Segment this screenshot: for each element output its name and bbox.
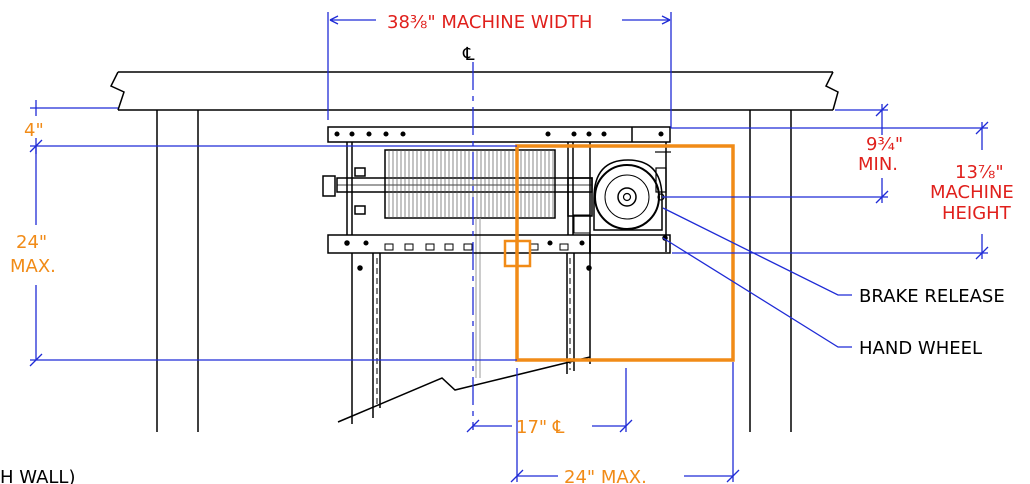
max-24-left-sub: MAX. [10, 256, 56, 277]
machine-width-label: 38⅜" MACHINE WIDTH [387, 12, 592, 33]
dim-17-cl-label: 17" ℄ [516, 417, 565, 438]
cable-drum-icon [384, 149, 556, 378]
wall-note: H WALL) [0, 467, 75, 484]
centerline-icon: ℄ [462, 44, 475, 65]
dim-4-label: 4" [24, 120, 44, 141]
machine-height-line2: HEIGHT [942, 203, 1012, 224]
min-value-label: 9¾" [866, 134, 903, 155]
max-24-bottom-label: 24" MAX. [564, 467, 647, 484]
support-posts [156, 110, 792, 432]
machine-height-line1: MACHINE [930, 182, 1014, 203]
min-text-label: MIN. [858, 154, 898, 175]
machine-height-value: 13⅞" [955, 162, 1004, 183]
max-24-left-value: 24" [16, 232, 47, 253]
machine-top-rail [327, 126, 671, 143]
brake-release-label: BRAKE RELEASE [859, 286, 1005, 307]
hand-wheel-icon [593, 151, 671, 231]
hand-wheel-label: HAND WHEEL [859, 338, 982, 359]
machine-bottom-rail [327, 234, 671, 271]
ceiling-beam [109, 71, 839, 111]
lower-column [337, 253, 591, 424]
dimension-lines [29, 12, 989, 483]
